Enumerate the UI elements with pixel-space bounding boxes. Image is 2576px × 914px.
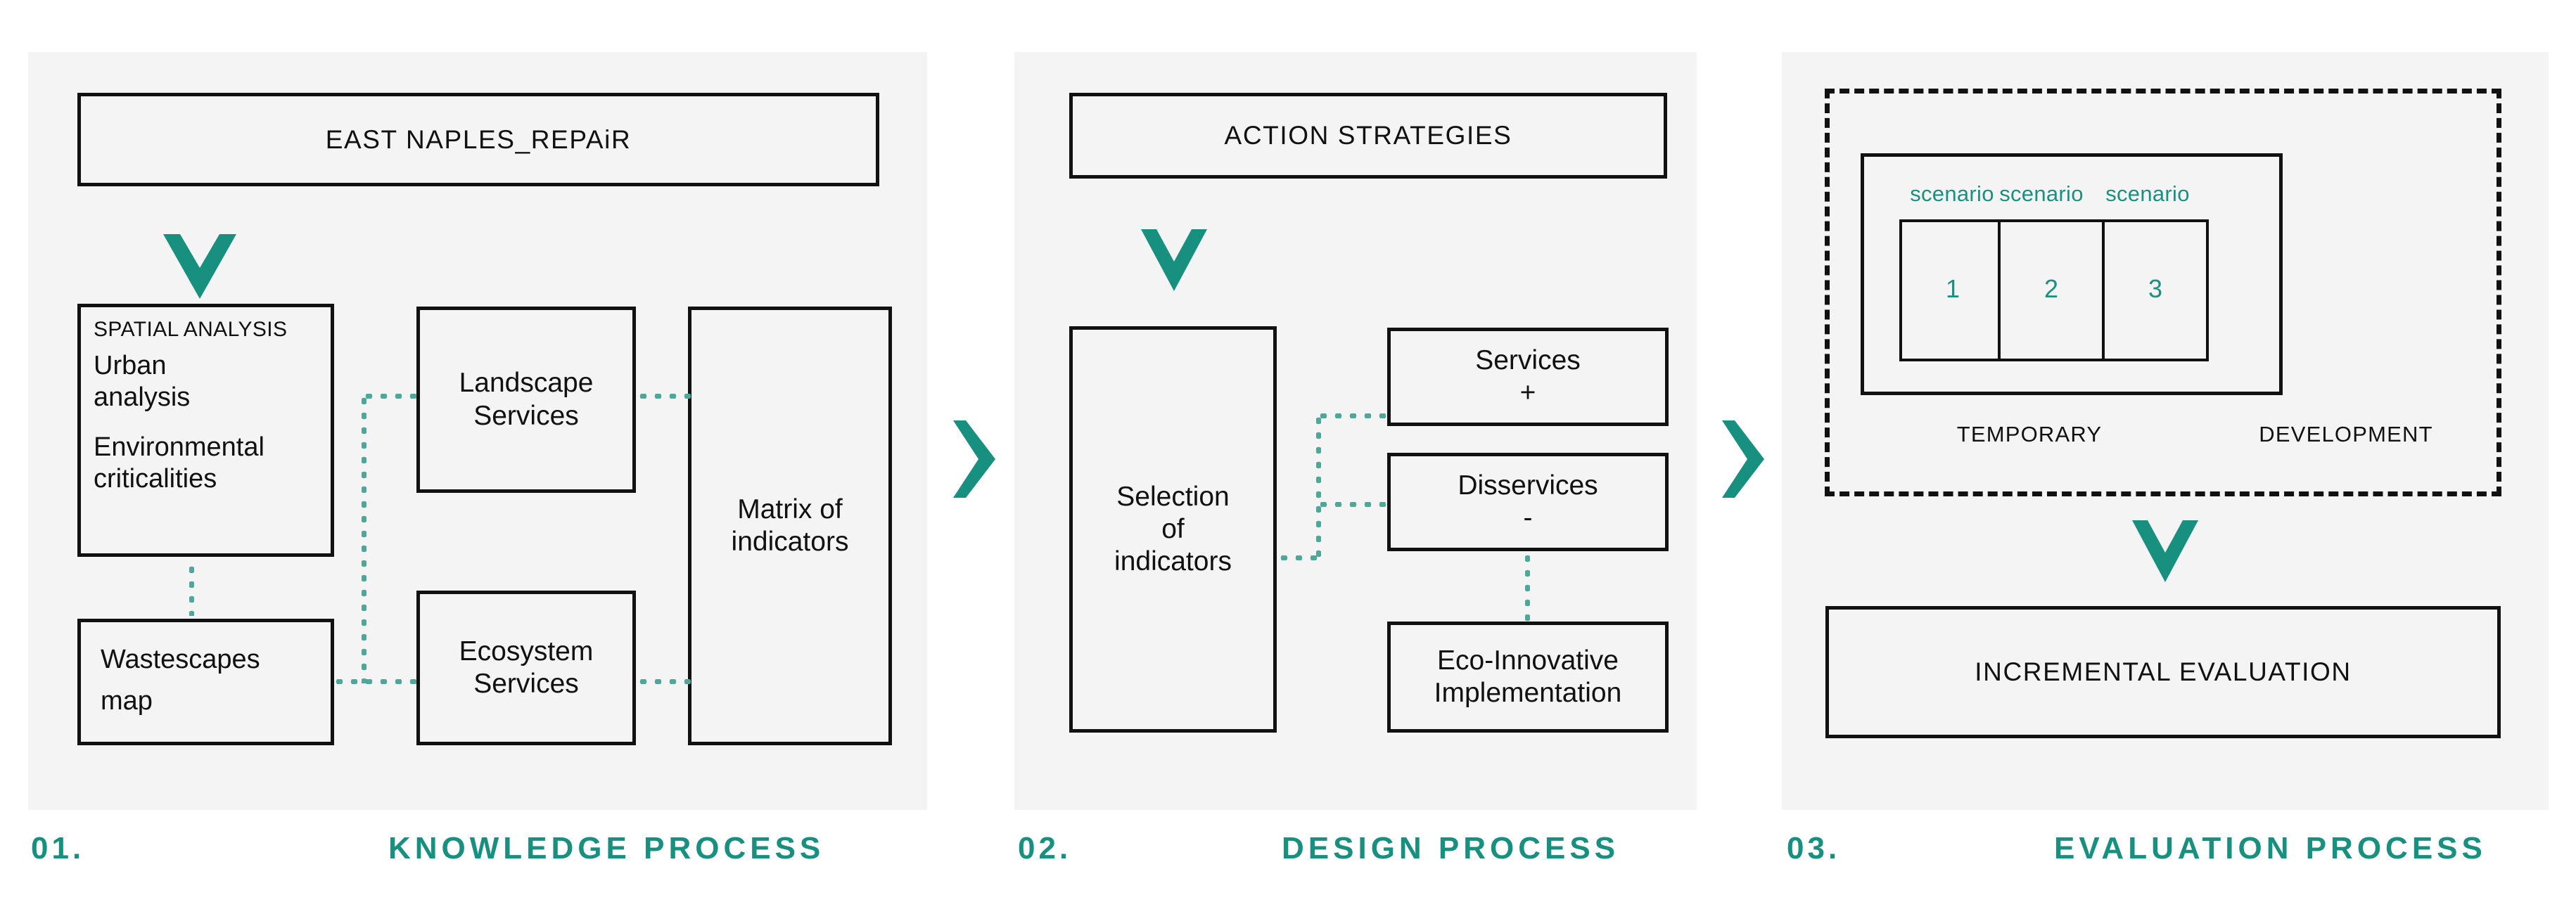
eco-innovative-line-2: Implementation (1434, 678, 1622, 708)
selection-of-indicators-box: Selection of indicators (1069, 326, 1277, 733)
footer-title-evaluation-process: EVALUATION PROCESS (2054, 831, 2487, 865)
selection-line-1: Selection (1116, 481, 1230, 512)
connector-disservices-to-eco (1525, 551, 1530, 623)
services-line-2: + (1519, 378, 1536, 408)
connector-bus-to-services (1316, 413, 1386, 418)
ecosystem-services-line-1: Ecosystem (459, 636, 594, 667)
panel1-header-box: EAST NAPLES_REPAiR (77, 93, 879, 186)
disservices-minus-box: Disservices - (1387, 453, 1669, 551)
connector-ecosystem-to-matrix (636, 679, 694, 684)
matrix-of-indicators-box: Matrix of indicators (688, 307, 892, 745)
services-line-1: Services (1475, 345, 1581, 375)
eco-innovative-implementation-box: Eco-Innovative Implementation (1387, 622, 1669, 733)
scenario-2-label: scenario (1999, 181, 2084, 206)
matrix-line-2: indicators (731, 527, 849, 557)
temporary-label: TEMPORARY (1956, 422, 2103, 446)
spatial-analysis-line-1: Urban (94, 351, 167, 381)
footer-number-03: 03. (1787, 831, 1841, 865)
disservices-line-2: - (1523, 503, 1533, 533)
connector-spatial-to-wastescapes (189, 562, 194, 616)
incremental-evaluation-box: INCREMENTAL EVALUATION (1825, 606, 2501, 738)
development-label: DEVELOPMENT (2259, 422, 2433, 446)
spatial-analysis-box: SPATIAL ANALYSIS Urban analysis Environm… (77, 304, 334, 557)
landscape-services-box: Landscape Services (416, 307, 636, 493)
footer-number-02: 02. (1018, 831, 1072, 865)
connector-bus-to-disservices (1316, 502, 1386, 507)
evaluation-dashed-frame (1825, 89, 2501, 496)
wastescapes-line-1: Wastescapes (101, 645, 260, 675)
spatial-analysis-line-3: Environmental (94, 432, 264, 463)
scenario-2-number: 2 (2043, 274, 2059, 303)
landscape-services-line-2: Services (473, 400, 579, 431)
matrix-line-1: Matrix of (737, 494, 843, 524)
panel2-header-box: ACTION STRATEGIES (1069, 93, 1667, 179)
spatial-analysis-caption: SPATIAL ANALYSIS (94, 318, 288, 341)
connector-bus-vertical-panel1 (362, 394, 366, 683)
spatial-analysis-line-4: criticalities (94, 463, 217, 494)
selection-line-3: indicators (1114, 546, 1232, 577)
scenario-3-number: 3 (2148, 274, 2163, 303)
ecosystem-services-box: Ecosystem Services (416, 591, 636, 745)
scenario-1-label: scenario (1910, 181, 1994, 206)
panel2-header-text: ACTION STRATEGIES (1224, 121, 1512, 150)
selection-line-2: of (1161, 513, 1185, 544)
connector-selection-to-bus (1277, 555, 1319, 560)
connector-bus-vertical-panel2 (1316, 413, 1321, 558)
scenario-3-box (2102, 219, 2209, 361)
connector-bus-to-landscape (362, 394, 422, 399)
footer-title-knowledge-process: KNOWLEDGE PROCESS (388, 831, 825, 865)
incremental-evaluation-text: INCREMENTAL EVALUATION (1975, 657, 2352, 687)
scenario-1-number: 1 (1945, 274, 1960, 303)
chevron-right-icon-2 (1722, 420, 1764, 498)
wastescapes-map-box: Wastescapes map (77, 619, 334, 745)
scenario-1-box (1899, 219, 2006, 361)
chevron-right-icon-1 (953, 420, 995, 498)
footer-number-01: 01. (31, 831, 85, 865)
services-plus-box: Services + (1387, 328, 1669, 426)
scenario-2-box (1998, 219, 2105, 361)
connector-wastescapes-to-ecosystem (332, 679, 423, 684)
panel1-header-text: EAST NAPLES_REPAiR (325, 124, 632, 154)
spatial-analysis-line-2: analysis (94, 382, 191, 413)
landscape-services-line-1: Landscape (459, 368, 594, 399)
wastescapes-line-2: map (101, 686, 153, 716)
disservices-line-1: Disservices (1458, 470, 1598, 501)
footer-title-design-process: DESIGN PROCESS (1282, 831, 1620, 865)
ecosystem-services-line-2: Services (473, 669, 579, 699)
eco-innovative-line-1: Eco-Innovative (1437, 645, 1619, 676)
spatial-analysis-spacer (92, 413, 319, 432)
connector-landscape-to-matrix (636, 394, 694, 399)
scenario-3-label: scenario (2105, 181, 2190, 206)
